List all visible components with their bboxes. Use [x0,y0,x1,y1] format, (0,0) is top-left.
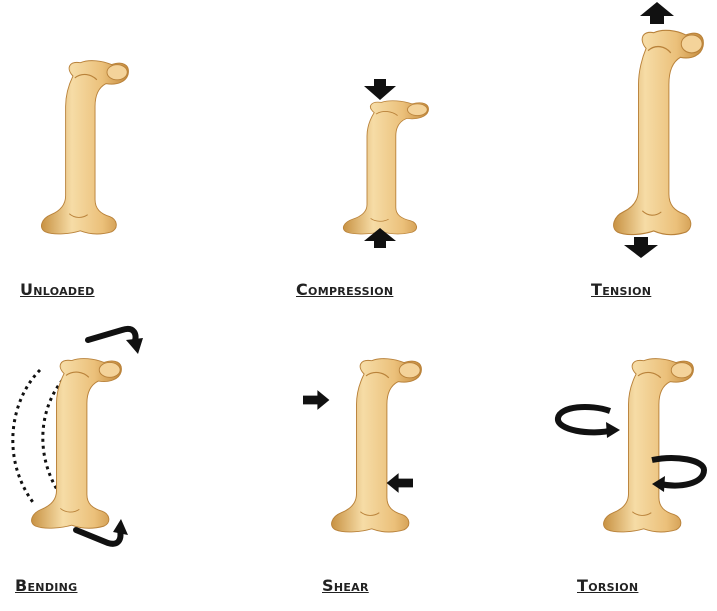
arrow-up-icon [640,2,674,24]
label-compression: Compression [296,280,393,299]
label-bending: Bending [15,576,77,595]
arrow-down-icon [624,237,658,258]
femur-bone-icon [332,359,422,532]
label-unloaded: Unloaded [20,280,95,299]
femur-bone-icon [604,359,694,532]
label-shear: Shear [322,576,369,595]
curved-arrow-icon [88,329,143,354]
arrow-down-icon [364,79,396,100]
arrow-left-icon [387,473,413,493]
femur-bone-icon [343,101,428,234]
arrow-right-icon [303,390,329,410]
femur-bone-icon [614,30,704,234]
label-torsion: Torsion [577,576,638,595]
rotation-arrow-icon [652,458,704,492]
femur-bone-icon [41,61,128,234]
femur-bone-icon [32,359,122,529]
label-tension: Tension [591,280,651,299]
rotation-arrow-icon [558,407,620,438]
